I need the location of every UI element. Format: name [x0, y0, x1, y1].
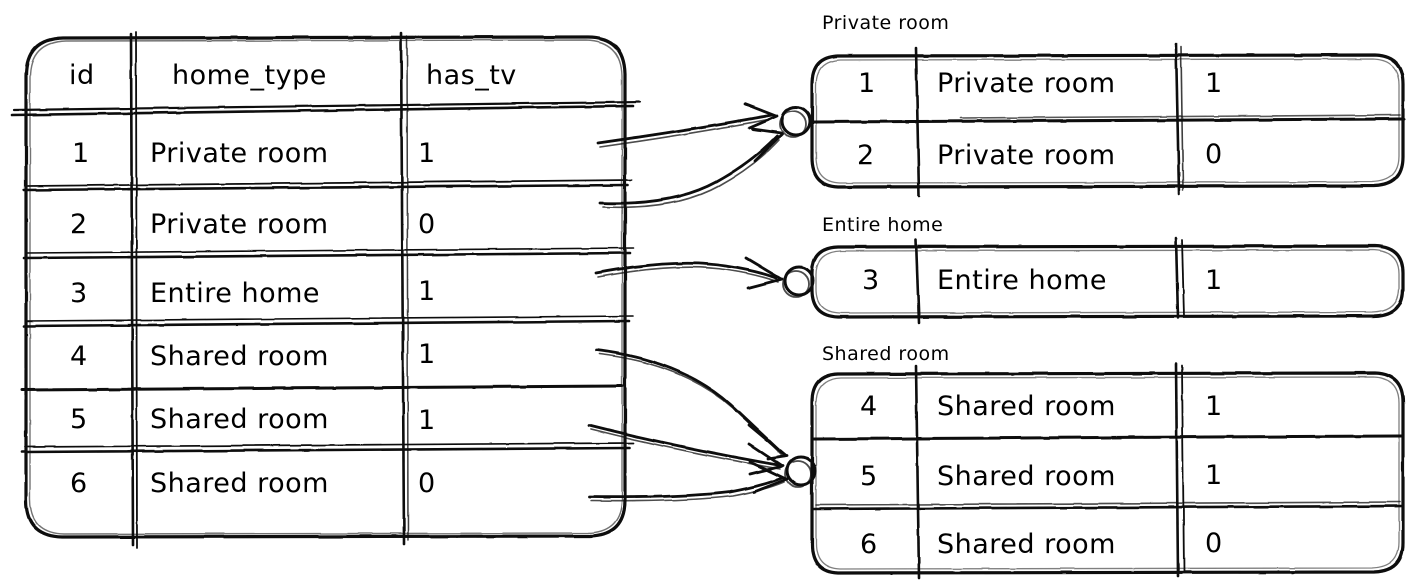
group-cell-id: 6	[860, 529, 878, 560]
arrow-row1-to-private	[596, 102, 779, 148]
connector-circles	[779, 105, 817, 488]
group-table-entire-home-dividers	[914, 236, 1185, 325]
group-cell-home-type: Entire home	[937, 265, 1108, 296]
source-table-outline	[24, 35, 627, 539]
source-cell-home-type: Entire home	[150, 278, 321, 309]
source-cell-id: 2	[70, 209, 88, 240]
group-table-private-room-dividers	[810, 42, 1406, 198]
source-cell-has-tv: 1	[418, 276, 436, 307]
source-header-home-type: home_type	[172, 60, 327, 91]
group-cell-home-type: Shared room	[937, 391, 1116, 422]
arrow-row5-to-shared	[587, 423, 785, 476]
source-cell-home-type: Shared room	[150, 404, 329, 435]
source-table-col-dividers	[129, 31, 409, 549]
source-cell-has-tv: 1	[418, 138, 436, 169]
source-cell-has-tv: 1	[418, 405, 436, 436]
source-cell-has-tv: 1	[418, 339, 436, 370]
group-cell-id: 3	[862, 265, 880, 296]
arrow-row3-to-entire	[594, 256, 784, 290]
group-cell-id: 5	[860, 461, 878, 492]
source-table-row-dividers	[10, 100, 642, 454]
group-cell-has-tv: 0	[1205, 528, 1223, 559]
source-cell-id: 6	[70, 468, 88, 499]
group-cell-has-tv: 0	[1205, 139, 1223, 170]
group-label-private-room: Private room	[822, 12, 950, 34]
group-label-shared-room: Shared room	[822, 343, 950, 365]
source-cell-has-tv: 0	[418, 209, 436, 240]
group-cell-id: 2	[857, 140, 875, 171]
group-cell-home-type: Shared room	[937, 461, 1116, 492]
group-cell-id: 4	[860, 391, 878, 422]
source-cell-home-type: Shared room	[150, 341, 329, 372]
group-label-entire-home: Entire home	[822, 214, 944, 236]
group-cell-home-type: Shared room	[937, 529, 1116, 560]
group-cell-home-type: Private room	[937, 140, 1116, 171]
source-header-has-tv: has_tv	[426, 60, 517, 91]
source-cell-home-type: Private room	[150, 138, 329, 169]
group-cell-has-tv: 1	[1205, 265, 1223, 296]
group-table-entire-home-outline	[810, 244, 1405, 319]
group-cell-has-tv: 1	[1205, 460, 1223, 491]
arrow-row6-to-shared	[587, 460, 789, 502]
group-cell-has-tv: 1	[1205, 391, 1223, 422]
source-cell-id: 4	[70, 341, 88, 372]
source-cell-id: 3	[70, 278, 88, 309]
source-cell-home-type: Private room	[150, 209, 329, 240]
group-table-shared-room-dividers	[812, 362, 1404, 580]
source-header-id: id	[69, 60, 95, 91]
source-cell-home-type: Shared room	[150, 468, 329, 499]
source-cell-id: 5	[70, 404, 88, 435]
arrow-row2-to-private	[598, 127, 784, 209]
source-cell-has-tv: 0	[418, 468, 436, 499]
group-table-shared-room-outline	[810, 371, 1405, 575]
group-cell-has-tv: 1	[1205, 68, 1223, 99]
group-table-private-room-outline	[810, 53, 1405, 189]
group-cell-home-type: Private room	[937, 68, 1116, 99]
group-cell-id: 1	[858, 68, 876, 99]
source-cell-id: 1	[72, 138, 90, 169]
